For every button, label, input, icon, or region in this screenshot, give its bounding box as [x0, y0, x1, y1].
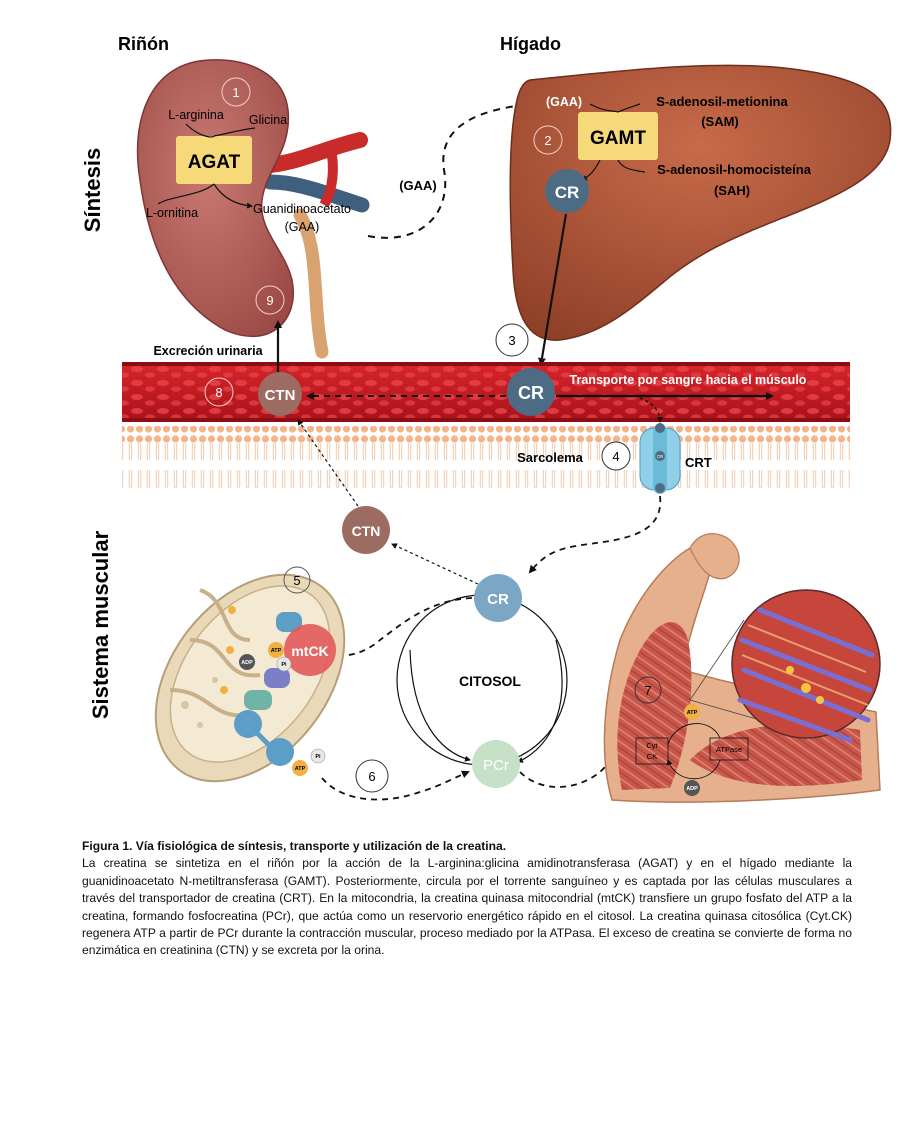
step-badge-6: 6: [355, 759, 389, 793]
muscle-atp-cycle: [668, 723, 721, 780]
muscle-adp-label: ADP: [686, 786, 698, 792]
figure-caption: Figura 1. Vía fisiológica de síntesis, t…: [82, 838, 852, 960]
kidney-illustration: [136, 59, 370, 359]
mito-adp-badge: ADP: [239, 654, 255, 670]
blood-cr-label: CR: [518, 383, 544, 403]
svg-text:4: 4: [612, 449, 619, 464]
step-badge-8: 8: [204, 377, 234, 407]
cytosol-cr-label: CR: [487, 591, 509, 608]
svg-text:7: 7: [644, 683, 651, 698]
guanidinoacetate-label: Guanidinoacetato: [253, 202, 351, 216]
sah-abbr-label: (SAH): [714, 183, 750, 198]
agat-label: AGAT: [188, 152, 241, 173]
mtck-label: mtCK: [291, 643, 328, 659]
step-badge-9: 9: [255, 285, 285, 315]
kidney-title: Riñón: [118, 34, 169, 54]
svg-text:8: 8: [215, 385, 222, 400]
urinary-excretion-label: Excreción urinaria: [153, 344, 263, 358]
caption-body: La creatina se sintetiza en el riñón por…: [82, 856, 852, 958]
sarcolemma-membrane: [122, 426, 850, 488]
sarcolemma-label: Sarcolema: [517, 450, 584, 465]
creatine-pathway-figure: Síntesis Sistema muscular Riñón AGAT L-a…: [80, 34, 892, 803]
blood-cr-node: CR: [507, 368, 555, 416]
sam-label: S-adenosil-metionina: [656, 94, 788, 109]
mito-atp-label: ATP: [271, 648, 282, 654]
svg-text:1: 1: [232, 85, 239, 100]
gaa-transit-label: (GAA): [399, 178, 437, 193]
gaa-liver-label: (GAA): [546, 95, 582, 109]
blood-ctn-node: CTN: [258, 372, 302, 416]
crt-mini-cr-label: CR: [657, 454, 664, 459]
cr-to-ctn-cytosol-arrow: [391, 543, 479, 585]
mito-to-pcr-arrow: [321, 770, 470, 801]
mito-atp-out-badge: ATP: [292, 760, 308, 776]
step-badge-2: 2: [533, 125, 563, 155]
crt-to-cytosol-arrow: [528, 495, 661, 574]
step-badge-7: 7: [634, 676, 662, 704]
gamt-enzyme-box: GAMT: [578, 112, 658, 160]
liver-cr-label: CR: [555, 183, 580, 202]
svg-text:3: 3: [508, 333, 515, 348]
glycine-label: Glicina: [249, 113, 287, 127]
cytosol-ctn-label: CTN: [352, 523, 381, 539]
mtck-enzyme-node: mtCK: [284, 624, 336, 676]
crt-transporter: CR: [639, 423, 681, 494]
cytosol-ctn-node: CTN: [342, 506, 390, 554]
cytosol-pcr-node: PCr: [472, 740, 520, 788]
blood-transport-label: Transporte por sangre hacia el músculo: [570, 373, 807, 387]
agat-substrate-arrows: [185, 123, 256, 138]
mito-atp-out-label: ATP: [295, 766, 306, 772]
cytosol-cycle-arrow-left: [409, 649, 471, 762]
svg-text:5: 5: [293, 573, 300, 588]
muscle-section-title: Sistema muscular: [88, 530, 113, 719]
caption-title: Figura 1. Vía fisiológica de síntesis, t…: [82, 839, 507, 853]
svg-text:6: 6: [368, 769, 375, 784]
svg-text:2: 2: [544, 133, 551, 148]
gamt-label: GAMT: [590, 128, 646, 149]
mito-pi-badge: Pi: [276, 656, 292, 672]
cytosol-cycle-arrow-right: [517, 639, 563, 763]
muscle-atp-label: ATP: [687, 710, 698, 716]
mito-pi-out-label: Pi: [315, 754, 321, 760]
crt-label: CRT: [685, 455, 712, 470]
gaa-kidney-label: (GAA): [285, 220, 320, 234]
muscle-atp-badge: ATP: [684, 704, 700, 720]
liver-to-blood-arrow: [538, 213, 568, 366]
agat-product-arrows: [157, 183, 252, 206]
gamt-reaction-arrows: [582, 103, 646, 180]
cr-to-crt-arrow: [639, 397, 663, 423]
cytosol-pcr-label: PCr: [483, 757, 509, 774]
liver-title: Hígado: [500, 34, 561, 54]
myofibril-zoom: [689, 589, 881, 743]
mito-adp-label: ADP: [241, 660, 253, 666]
gaa-transport-arrow: [367, 100, 534, 239]
synthesis-section-title: Síntesis: [80, 148, 105, 232]
step-badge-3: 3: [495, 323, 529, 357]
cytosol-label: CITOSOL: [459, 673, 521, 689]
svg-text:9: 9: [266, 293, 273, 308]
l-ornithine-label: L-ornitina: [146, 206, 198, 220]
cytosol-cr-node: CR: [474, 574, 522, 622]
blood-vessel: [122, 362, 850, 422]
muscle-adp-badge: ADP: [684, 780, 700, 796]
mitochondrion-illustration: [154, 573, 346, 783]
step-badge-1: 1: [221, 77, 251, 107]
sah-label: S-adenosil-homocisteína: [657, 162, 812, 177]
step-badge-5: 5: [283, 566, 311, 594]
mito-pi-label: Pi: [281, 662, 287, 668]
atpase-box: ATPase: [709, 737, 749, 761]
cytck-label-a: Cyt: [646, 741, 658, 750]
sam-abbr-label: (SAM): [701, 114, 739, 129]
mito-atp-badge: ATP: [268, 642, 284, 658]
step-badge-4: 4: [601, 441, 631, 471]
cr-to-mito-arrow: [334, 597, 473, 660]
liver-cr-node: CR: [545, 169, 589, 213]
l-arginine-label: L-arginina: [168, 108, 224, 122]
cytck-box: Cyt CK: [635, 737, 669, 765]
mito-pi-out-badge: Pi: [310, 748, 326, 764]
agat-enzyme-box: AGAT: [176, 136, 252, 184]
atpase-label: ATPase: [716, 745, 742, 754]
blood-ctn-label: CTN: [265, 387, 296, 404]
cytck-label-b: CK: [647, 752, 657, 761]
